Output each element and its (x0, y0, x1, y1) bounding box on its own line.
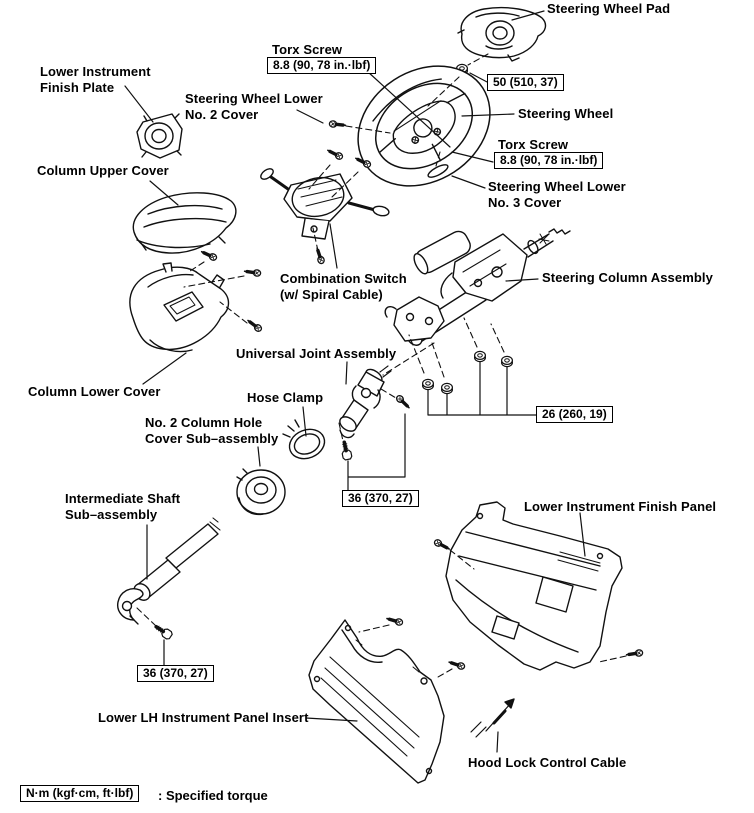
label-lower-instrument-finish-panel: Lower Instrument Finish Panel (524, 499, 717, 514)
label-steering-wheel-pad: Steering Wheel Pad (547, 1, 671, 16)
label-intermediate-shaft: Intermediate Shaft Sub–assembly (65, 491, 181, 522)
label-torx-screw-bottom: Torx Screw (498, 137, 569, 152)
insert-screw-2 (446, 657, 468, 672)
torque-box-intermediate-shaft: 36 (370, 27) (137, 665, 214, 682)
leader-lines (124, 10, 586, 753)
lower-instrument-finish-panel-drawing (445, 501, 623, 671)
torque-box-universal-joint: 36 (370, 27) (342, 490, 419, 507)
hose-clamp-drawing (282, 419, 326, 460)
combination-switch-screw-1 (324, 145, 346, 163)
label-steering-wheel-lower-no3: Steering Wheel Lower No. 3 Cover (488, 179, 626, 210)
column-upper-cover-drawing (132, 192, 237, 254)
hood-lock-control-cable-drawing (470, 698, 515, 738)
insert-screw-1 (384, 613, 406, 628)
label-steering-column-assembly: Steering Column Assembly (542, 270, 713, 285)
torque-box-torx-screw-top: 8.8 (90, 78 in.·lbf) (267, 57, 377, 74)
label-column-upper-cover: Column Upper Cover (37, 163, 169, 178)
combination-switch-screw-3 (312, 245, 327, 267)
steering-wheel-drawing (357, 65, 491, 187)
torque-box-steering-wheel-nut: 50 (510, 37) (487, 74, 564, 91)
torque-box-torx-screw-bottom: 8.8 (90, 78 in.·lbf) (494, 152, 604, 169)
column-lower-cover-drawing (129, 262, 230, 353)
steering-wheel-lower-no3-cover-drawing (427, 164, 449, 178)
torque-box-column-mount-nuts: 26 (260, 19) (536, 406, 613, 423)
universal-joint-assembly-drawing (339, 365, 392, 439)
label-steering-wheel: Steering Wheel (518, 106, 614, 121)
label-column-lower-cover: Column Lower Cover (28, 384, 161, 399)
label-hood-lock-control-cable: Hood Lock Control Cable (468, 755, 627, 770)
label-universal-joint-assembly: Universal Joint Assembly (236, 346, 397, 361)
no2-cover-screw (327, 118, 348, 131)
lower-instrument-finish-plate-drawing (136, 113, 183, 159)
finish-panel-screw-2 (624, 647, 645, 660)
intermediate-shaft-bolt (151, 621, 175, 642)
universal-joint-bolt (338, 439, 355, 463)
label-hose-clamp: Hose Clamp (247, 390, 324, 405)
label-lower-instrument-finish-plate: Lower Instrument Finish Plate (40, 64, 151, 95)
lower-cover-screw-3 (244, 316, 265, 335)
label-torx-screw-top: Torx Screw (272, 42, 343, 57)
lower-lh-instrument-panel-insert-drawing (308, 619, 445, 784)
legend-torque-box: N·m (kgf·cm, ft·lbf) (20, 785, 140, 802)
lower-cover-screw-1 (242, 266, 263, 279)
label-no2-column-hole-cover: No. 2 Column Hole Cover Sub–assembly (145, 415, 279, 446)
steering-wheel-pad-drawing (457, 6, 547, 62)
lower-cover-screw-2 (198, 247, 220, 264)
intermediate-shaft-drawing (117, 517, 221, 625)
column-mount-nuts-drawing (421, 350, 514, 395)
legend-note: : Specified torque (158, 788, 268, 803)
label-lower-lh-instrument-panel-insert: Lower LH Instrument Panel Insert (98, 710, 309, 725)
combination-switch-drawing (260, 168, 390, 240)
finish-panel-screw-1 (431, 536, 453, 554)
dashed-assembly-lines (136, 53, 627, 678)
no2-column-hole-cover-drawing (236, 468, 286, 516)
steering-column-assembly-drawing (384, 228, 571, 346)
universal-joint-torx-screw (393, 392, 413, 412)
label-steering-wheel-lower-no2: Steering Wheel Lower No. 2 Cover (185, 91, 323, 122)
label-combination-switch: Combination Switch (w/ Spiral Cable) (280, 271, 407, 302)
